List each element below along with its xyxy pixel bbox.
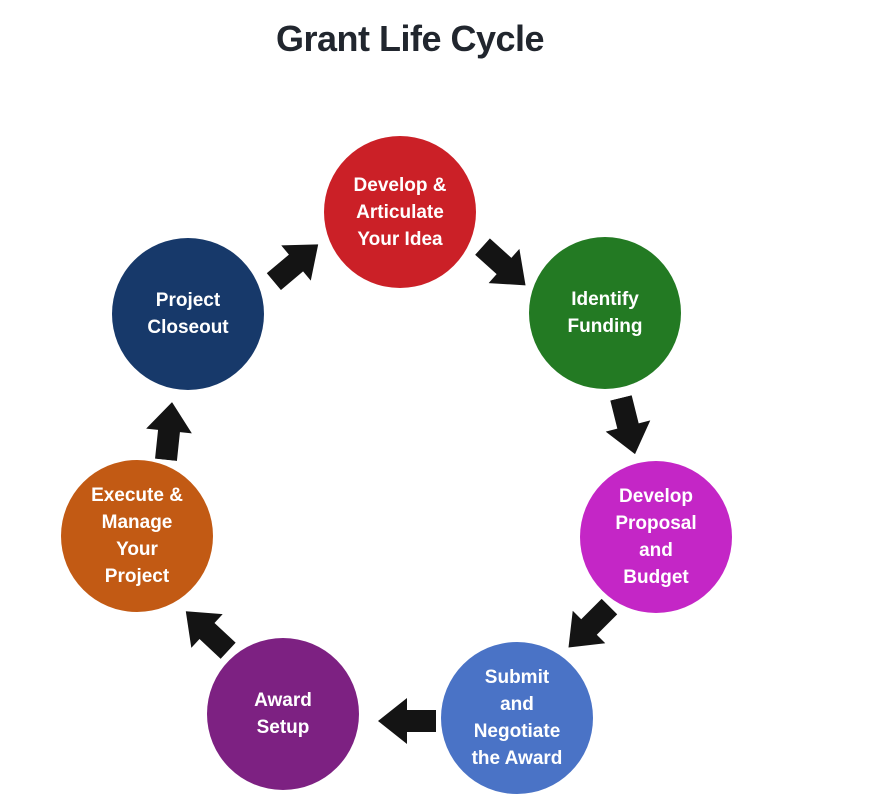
arrow-proposal-to-submit-icon [568,598,618,648]
cycle-step-execute-manage-project: Execute & Manage Your Project [61,460,213,612]
arrow-funding-to-proposal-icon [605,395,651,455]
cycle-step-develop-idea: Develop & Articulate Your Idea [324,136,476,288]
arrow-closeout-to-idea-icon [266,244,319,291]
cycle-step-develop-proposal-budget: Develop Proposal and Budget [580,461,732,613]
cycle-step-identify-funding: Identify Funding [529,237,681,389]
cycle-step-label: Project Closeout [147,290,229,338]
cycle-step-label: Develop Proposal and Budget [615,486,697,588]
cycle-step-award-setup: Award Setup [207,638,359,790]
cycle-step-submit-negotiate-award: Submit and Negotiate the Award [441,642,593,794]
cycle-step-label: Identify Funding [567,289,643,337]
cycle-step-label: Execute & Manage Your Project [91,485,183,587]
diagram-title: Grant Life Cycle [275,18,545,59]
arrow-submit-to-setup-icon [378,698,436,744]
cycle-step-label: Award Setup [254,690,312,738]
cycle-step-label: Submit and Negotiate the Award [471,667,563,769]
cycle-step-label: Develop & Articulate Your Idea [353,174,447,250]
arrow-idea-to-funding-icon [475,238,526,286]
arrow-setup-to-execute-icon [185,611,236,659]
arrow-execute-to-closeout-icon [146,402,192,461]
cycle-step-project-closeout: Project Closeout [112,238,264,390]
